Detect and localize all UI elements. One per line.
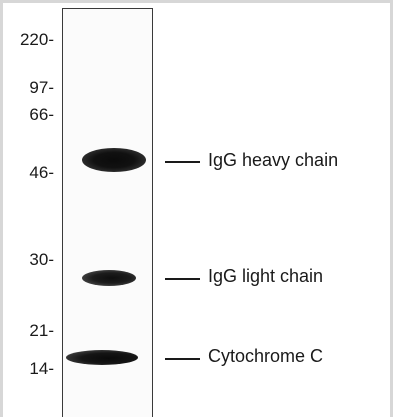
marker-46: 46- (29, 163, 54, 182)
marker-30: 30- (29, 250, 54, 269)
gel-lane (62, 8, 153, 417)
frame-left-border (0, 0, 3, 417)
heavy-chain-label: IgG heavy chain (208, 150, 339, 170)
heavy-chain-band (82, 148, 146, 172)
light-chain-band (82, 270, 136, 286)
cytochrome-c-label: Cytochrome C (208, 346, 324, 366)
frame-right-border (390, 0, 393, 417)
marker-66: 66- (29, 105, 54, 124)
frame-top-border (0, 0, 393, 3)
heavy-chain-leader-line (165, 161, 200, 163)
light-chain-label: IgG light chain (208, 266, 324, 286)
marker-97: 97- (29, 78, 54, 97)
cytochrome-c-leader-line (165, 358, 200, 360)
marker-21: 21- (29, 321, 54, 340)
light-chain-leader-line (165, 278, 200, 280)
cytochrome-c-band (66, 350, 138, 365)
marker-14: 14- (29, 359, 54, 378)
marker-220: 220- (19, 30, 54, 49)
